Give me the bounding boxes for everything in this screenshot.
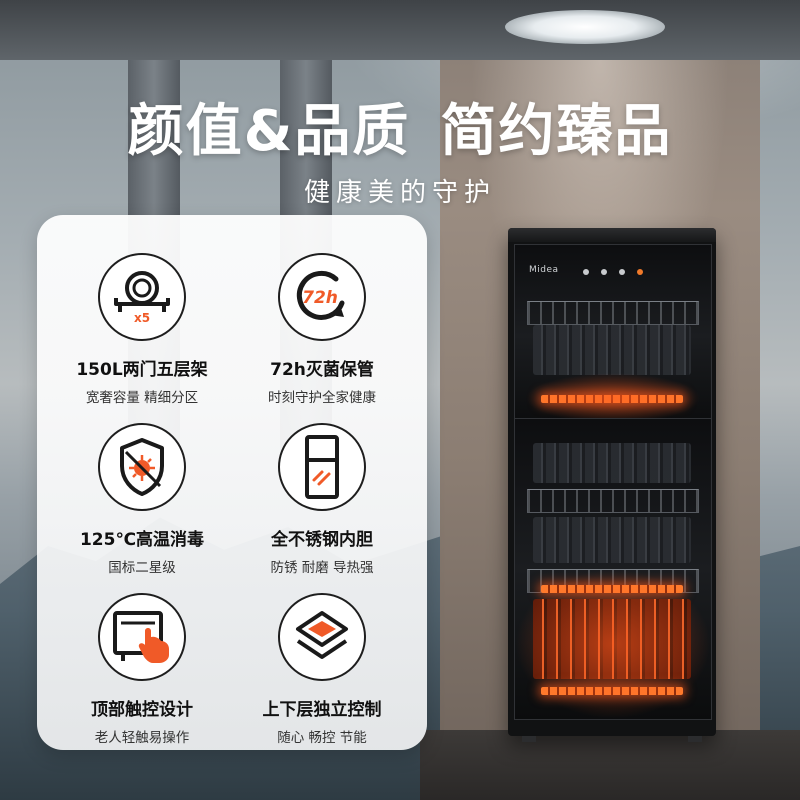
headline-part1: 颜值&品质 (127, 99, 411, 164)
headline-part2: 简约臻品 (440, 99, 673, 164)
ceiling (0, 0, 800, 60)
bowls-lower (533, 443, 691, 483)
power-button[interactable] (637, 269, 643, 275)
stainless-liner-icon (278, 423, 366, 511)
ceiling-light (505, 10, 665, 44)
heater-glow (515, 569, 711, 719)
feature-desc: 老人轻触易操作 (94, 730, 190, 746)
clock-72h-icon: 72h (278, 253, 366, 341)
capacity-badge: x5 (134, 311, 150, 325)
upper-rack (527, 301, 699, 325)
feature-desc: 防锈 耐磨 导热强 (270, 560, 374, 576)
touch-button[interactable] (583, 269, 589, 275)
heater-glow (525, 373, 701, 423)
plates-middle (533, 517, 691, 563)
headline: 颜值&品质简约臻品 (0, 86, 800, 167)
feature-desc: 国标二星级 (108, 560, 176, 576)
feature-touch: 顶部触控设计 老人轻触易操作 (52, 593, 232, 746)
cabinet-foot (688, 736, 702, 742)
feature-title: 125℃高温消毒 (79, 530, 205, 550)
feature-title: 72h灭菌保管 (270, 360, 374, 380)
touch-button[interactable] (619, 269, 625, 275)
feature-title: 全不锈钢内胆 (271, 530, 373, 550)
layers-icon (278, 593, 366, 681)
shield-germ-icon (98, 423, 186, 511)
feature-desc: 时刻守护全家健康 (268, 390, 376, 406)
feature-title: 顶部触控设计 (91, 700, 193, 720)
lower-door (514, 418, 712, 720)
plates-upper (533, 325, 691, 375)
brand-logo: Midea (529, 265, 559, 275)
feature-title: 上下层独立控制 (262, 700, 382, 720)
feature-independent-control: 上下层独立控制 随心 畅控 节能 (232, 593, 412, 746)
feature-high-temp: 125℃高温消毒 国标二星级 (52, 423, 232, 576)
hours-badge: 72h (302, 288, 338, 308)
middle-rack (527, 489, 699, 513)
floor (420, 730, 800, 800)
feature-capacity: x5 150L两门五层架 宽奢容量 精细分区 (52, 253, 232, 406)
feature-title: 150L两门五层架 (76, 360, 208, 380)
touch-button[interactable] (601, 269, 607, 275)
dish-rack-icon: x5 (98, 253, 186, 341)
feature-stainless: 全不锈钢内胆 防锈 耐磨 导热强 (232, 423, 412, 576)
touch-panel-icon (98, 593, 186, 681)
feature-card: x5 150L两门五层架 宽奢容量 精细分区 72h 72h灭菌保管 时刻守护全… (37, 215, 427, 750)
feature-desc: 随心 畅控 节能 (277, 730, 367, 746)
cabinet-foot (522, 736, 536, 742)
cabinet-top (508, 228, 716, 242)
disinfection-cabinet: Midea (508, 228, 716, 742)
feature-72h: 72h 72h灭菌保管 时刻守护全家健康 (232, 253, 412, 406)
feature-desc: 宽奢容量 精细分区 (85, 390, 199, 406)
upper-door: Midea (514, 244, 712, 428)
subheadline: 健康美的守护 (303, 178, 496, 208)
